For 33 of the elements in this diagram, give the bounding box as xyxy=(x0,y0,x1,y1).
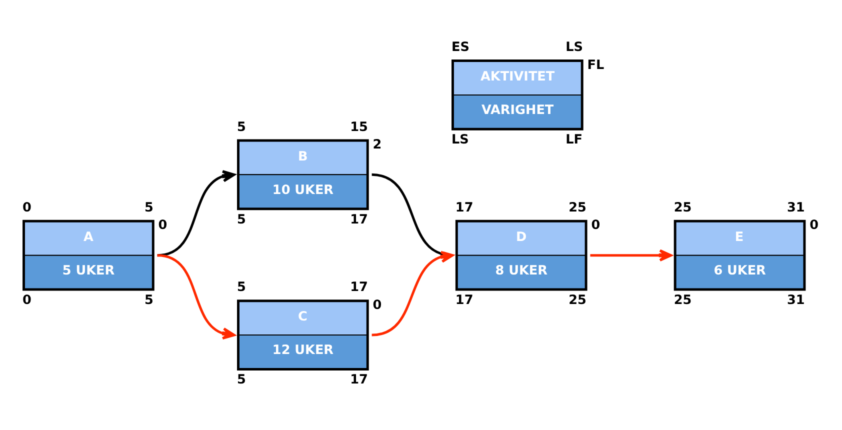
node-label: 17 xyxy=(455,200,474,216)
node-label: ES xyxy=(452,40,470,56)
node-label: 17 xyxy=(350,212,368,228)
node-label: LS xyxy=(452,132,469,148)
node-label: 5 xyxy=(237,120,246,135)
node-label: 25 xyxy=(568,200,586,216)
arrow xyxy=(590,249,672,262)
node-label: 2 xyxy=(372,137,382,152)
node-label: 5 xyxy=(237,280,246,296)
node-label: 0 xyxy=(158,218,168,234)
node-label: 25 xyxy=(674,200,692,216)
node-label: LS xyxy=(566,40,583,56)
node-label: 0 xyxy=(22,200,32,216)
arrow xyxy=(372,250,454,336)
node-label: 17 xyxy=(350,372,368,388)
node-label: 5 xyxy=(237,212,246,228)
node-label: 17 xyxy=(350,280,368,296)
node-label: 0 xyxy=(372,298,382,313)
node-label: 15 xyxy=(350,120,368,135)
node-label: 5 xyxy=(144,200,154,216)
node-label: 31 xyxy=(787,200,805,216)
node-label: 5 xyxy=(144,292,154,308)
node-label: 17 xyxy=(455,292,474,308)
node-label: LF xyxy=(566,132,583,148)
arrow xyxy=(157,254,236,340)
node-label: 25 xyxy=(674,292,692,308)
node-label: 0 xyxy=(810,218,819,234)
node-label: FL xyxy=(587,58,604,73)
node-label: 25 xyxy=(568,292,586,308)
node-label: 5 xyxy=(237,372,246,388)
node-label: 31 xyxy=(787,292,805,308)
node-label: 0 xyxy=(22,292,32,308)
node-label: 0 xyxy=(591,218,600,234)
